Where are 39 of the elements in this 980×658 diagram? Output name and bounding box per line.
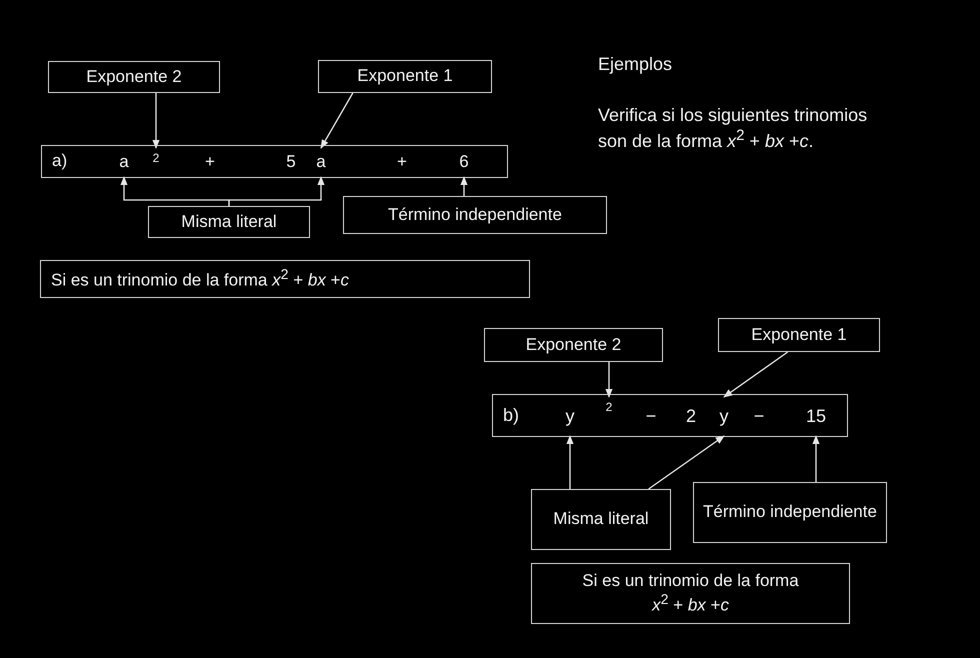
term-text: 5 <box>284 148 298 177</box>
term-text: + <box>394 148 410 177</box>
term-text: y <box>563 397 577 436</box>
leader-arrow <box>812 435 820 482</box>
callout-box: Misma literal <box>531 489 671 550</box>
callout-box: Exponente 1 <box>718 318 880 352</box>
callout-box: Exponente 2 <box>48 61 220 93</box>
leader-arrow <box>228 176 325 206</box>
conclusion-box: Si es un trinomio de la forma x$^{2}$ + bx +c <box>40 260 530 298</box>
callout-box: Término independiente <box>693 482 887 543</box>
callout-box: Exponente 1 <box>318 60 492 93</box>
leader-arrow <box>152 93 160 149</box>
leader-arrow <box>648 435 725 490</box>
heading: Ejemplos <box>598 54 672 75</box>
callout-box: Misma literal <box>148 206 310 238</box>
leader-arrow <box>460 176 468 196</box>
term-text: a <box>117 148 131 177</box>
term-text: a <box>314 148 328 177</box>
term-text: y <box>717 397 731 436</box>
leader-arrow <box>605 362 613 398</box>
item-letter: a) <box>52 151 68 172</box>
exponent-text: 2 <box>150 148 162 177</box>
callout-box: Término independiente <box>343 196 607 234</box>
term-text: 2 <box>684 397 698 436</box>
item-letter: b) <box>503 404 520 426</box>
leader-arrow <box>320 92 354 149</box>
term-text: 6 <box>457 148 471 177</box>
instruction-text: Verifica si los siguientes trinomios son de la forma x$^{2}$ + bx +c. <box>598 104 868 152</box>
conclusion-box: Si es un trinomio de la forma x$^{2}$ + bx +c <box>531 563 850 624</box>
term-text: − <box>751 397 767 436</box>
exponent-text: 2 <box>603 397 615 436</box>
callout-box: Exponente 2 <box>484 328 663 362</box>
leader-arrow <box>566 435 574 489</box>
expression-box <box>41 145 508 178</box>
term-text: + <box>202 148 218 177</box>
term-text: 15 <box>804 397 828 436</box>
expression-box <box>492 394 848 437</box>
term-text: − <box>643 397 659 436</box>
leader-arrow <box>723 351 788 398</box>
